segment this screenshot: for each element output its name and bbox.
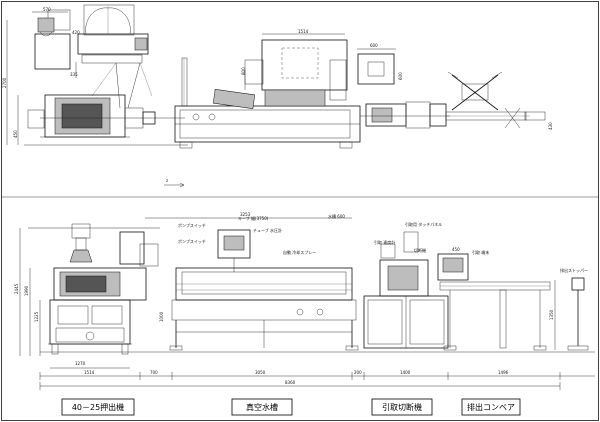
extruder-elevation bbox=[48, 223, 159, 355]
label-box-extruder bbox=[61, 398, 135, 416]
dim-seg-3: 3050 bbox=[255, 370, 266, 375]
elevation-view: 3253 2445 1990 1225 1270 bbox=[14, 212, 595, 390]
dim-side-conv: 430 bbox=[548, 122, 553, 130]
tank-note-2: キーブ 幅(3750) bbox=[238, 215, 269, 221]
tank-note-pump: ポンプスイッチ bbox=[178, 238, 206, 244]
cutter-note-4: 引取 端末 bbox=[472, 249, 489, 255]
dim-extruder-width: 1270 bbox=[75, 361, 86, 366]
dim-overall: 8360 bbox=[285, 380, 296, 385]
end-stand: 排出ストッパー bbox=[560, 267, 589, 351]
plan-view: 2700 450 570 420 335 bbox=[2, 4, 553, 188]
label-box-tank bbox=[231, 398, 293, 416]
dim-cutter-panel: 450 bbox=[452, 247, 460, 252]
tank-note-valve: チューブ 水圧計 bbox=[253, 227, 282, 233]
dim-tank-length: 3253 bbox=[240, 212, 251, 217]
dim-height-low: 1225 bbox=[34, 311, 39, 322]
direction-label: z bbox=[166, 178, 168, 183]
cutter-note-2: 引取用 タッチパネル bbox=[405, 221, 442, 227]
dim-seg-6: 1496 bbox=[498, 370, 509, 375]
dim-left-lower: 450 bbox=[13, 130, 18, 138]
dim-height-mid: 1990 bbox=[24, 285, 29, 296]
label-conveyor: 排出コンベア bbox=[467, 402, 515, 412]
rack-x-shape bbox=[447, 71, 503, 111]
label-extruder: 40－25押出機 bbox=[72, 402, 124, 412]
dim-top-tank: 1514 bbox=[298, 29, 309, 34]
dim-conv-height: 1350 bbox=[549, 309, 554, 320]
cutter-note-1: 引取 速度計 bbox=[374, 239, 395, 245]
hopper-shape bbox=[69, 249, 93, 263]
control-panel-plan bbox=[261, 39, 348, 91]
cutter-control-panel bbox=[437, 253, 469, 281]
tank-elevation: ポンプスイッチ キーブ 幅(3750) 水槽 600 ポンプスイッチ チューブ … bbox=[169, 213, 359, 351]
dim-height-total: 2445 bbox=[14, 283, 19, 294]
dim-side-tank: 800 bbox=[241, 67, 246, 75]
dim-seg-4: 200 bbox=[354, 370, 362, 375]
dim-seg-5: 1400 bbox=[400, 370, 411, 375]
dim-left-total: 2700 bbox=[2, 77, 7, 88]
cutter-cabinet-plan bbox=[357, 53, 395, 85]
dim-seg-2: 700 bbox=[150, 370, 158, 375]
conveyor-elevation: 1350 bbox=[439, 280, 556, 351]
cutter-elevation: 引取 速度計 引取用 タッチパネル 切断機 450 引取 端末 bbox=[363, 221, 489, 349]
label-box-cutter bbox=[371, 398, 433, 416]
dim-side-2: 335 bbox=[70, 72, 78, 77]
stand-note: 排出ストッパー bbox=[560, 267, 588, 273]
dim-top-cutter: 600 bbox=[370, 43, 378, 48]
dim-seg-1: 1514 bbox=[84, 370, 95, 375]
label-tank: 真空水槽 bbox=[246, 402, 278, 412]
extruder-gearbox-plan bbox=[34, 33, 71, 70]
dim-side-cutter: 600 bbox=[398, 72, 403, 80]
dim-side-1: 420 bbox=[72, 30, 80, 35]
label-box-conveyor bbox=[461, 398, 521, 416]
tank-note-3: 水槽 600 bbox=[328, 213, 345, 219]
cutter-note-3: 切断機 bbox=[414, 247, 426, 253]
tank-note-1: ポンプスイッチ bbox=[178, 222, 206, 228]
machine-labels: 40－25押出機 真空水槽 引取切断機 排出コンベア bbox=[61, 398, 521, 416]
label-cutter: 引取切断機 bbox=[382, 402, 422, 412]
dim-tank-height: 1000 bbox=[159, 311, 164, 322]
dim-top-1: 570 bbox=[43, 7, 51, 12]
tank-note-spray: 自動 冷却スプレー bbox=[283, 249, 316, 255]
